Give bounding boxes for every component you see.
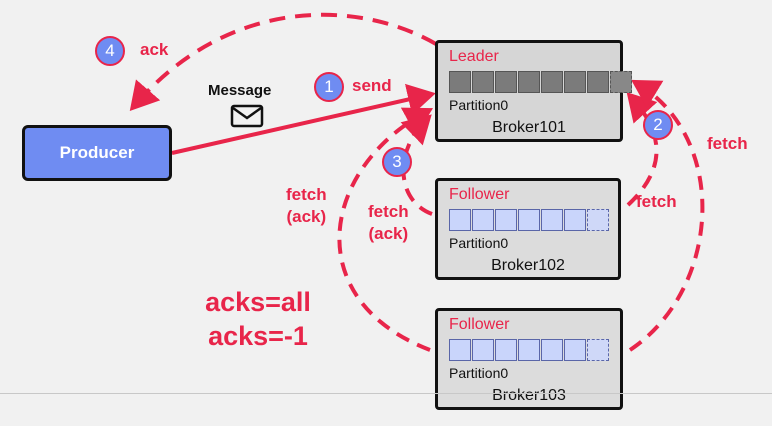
broker-follower-103: Follower Partition0 Broker103 [435,308,623,410]
log-cell [472,339,494,361]
fetch-label-inner: fetch [636,192,677,211]
log-cell [541,339,563,361]
step-badge-2: 2 [643,110,673,140]
producer-box: Producer [22,125,172,181]
broker-role: Follower [449,316,510,333]
log-cell [472,71,494,93]
fetch-arrow-102 [626,92,659,207]
broker-role: Leader [449,48,499,65]
fetch-label-outer: fetch [707,134,748,153]
broker-leader: Leader Partition0 Broker101 [435,40,632,142]
fetch-ack-label-outer: fetch (ack) [286,185,327,226]
log-cell [564,339,586,361]
broker-name: Broker103 [492,387,566,404]
acks-line-1: acks=all [205,287,311,317]
log-cell [495,209,517,231]
ack-arrow [129,12,438,112]
step-badge-4: 4 [95,36,125,66]
broker-name: Broker102 [491,257,565,274]
fetch-ack-arrow-103 [337,107,434,352]
partition-label: Partition0 [449,97,509,113]
log-cell [541,71,563,93]
acks-config: acks=all acks=-1 [188,285,328,353]
log-cell [518,339,540,361]
partition-log [449,339,610,363]
log-cell [518,209,540,231]
log-cell [564,71,586,93]
log-cell [449,339,471,361]
log-cell-pending [587,339,609,361]
log-cell [587,71,609,93]
step-badge-1: 1 [314,72,344,102]
log-cell [495,339,517,361]
ack-label: ack [140,40,169,59]
log-cell-pending [587,209,609,231]
partition-label: Partition0 [449,365,509,381]
log-cell [495,71,517,93]
fetch-ack-label-inner: fetch (ack) [368,202,409,243]
broker-role: Follower [449,186,510,203]
broker-name: Broker101 [492,119,566,136]
partition-log [449,71,633,95]
envelope-icon [230,104,264,128]
log-cell-pending [610,71,632,93]
log-cell [541,209,563,231]
partition-label: Partition0 [449,235,509,251]
log-cell [518,71,540,93]
broker-follower-102: Follower Partition0 Broker102 [435,178,621,280]
send-arrow [171,83,436,155]
partition-log [449,209,610,233]
producer-label: Producer [59,143,135,162]
step-badge-3: 3 [382,147,412,177]
log-cell [472,209,494,231]
send-label: send [352,76,392,95]
message-label: Message [208,82,272,99]
log-cell [449,71,471,93]
log-cell [449,209,471,231]
acks-line-2: acks=-1 [208,321,308,351]
divider [0,393,772,394]
log-cell [564,209,586,231]
